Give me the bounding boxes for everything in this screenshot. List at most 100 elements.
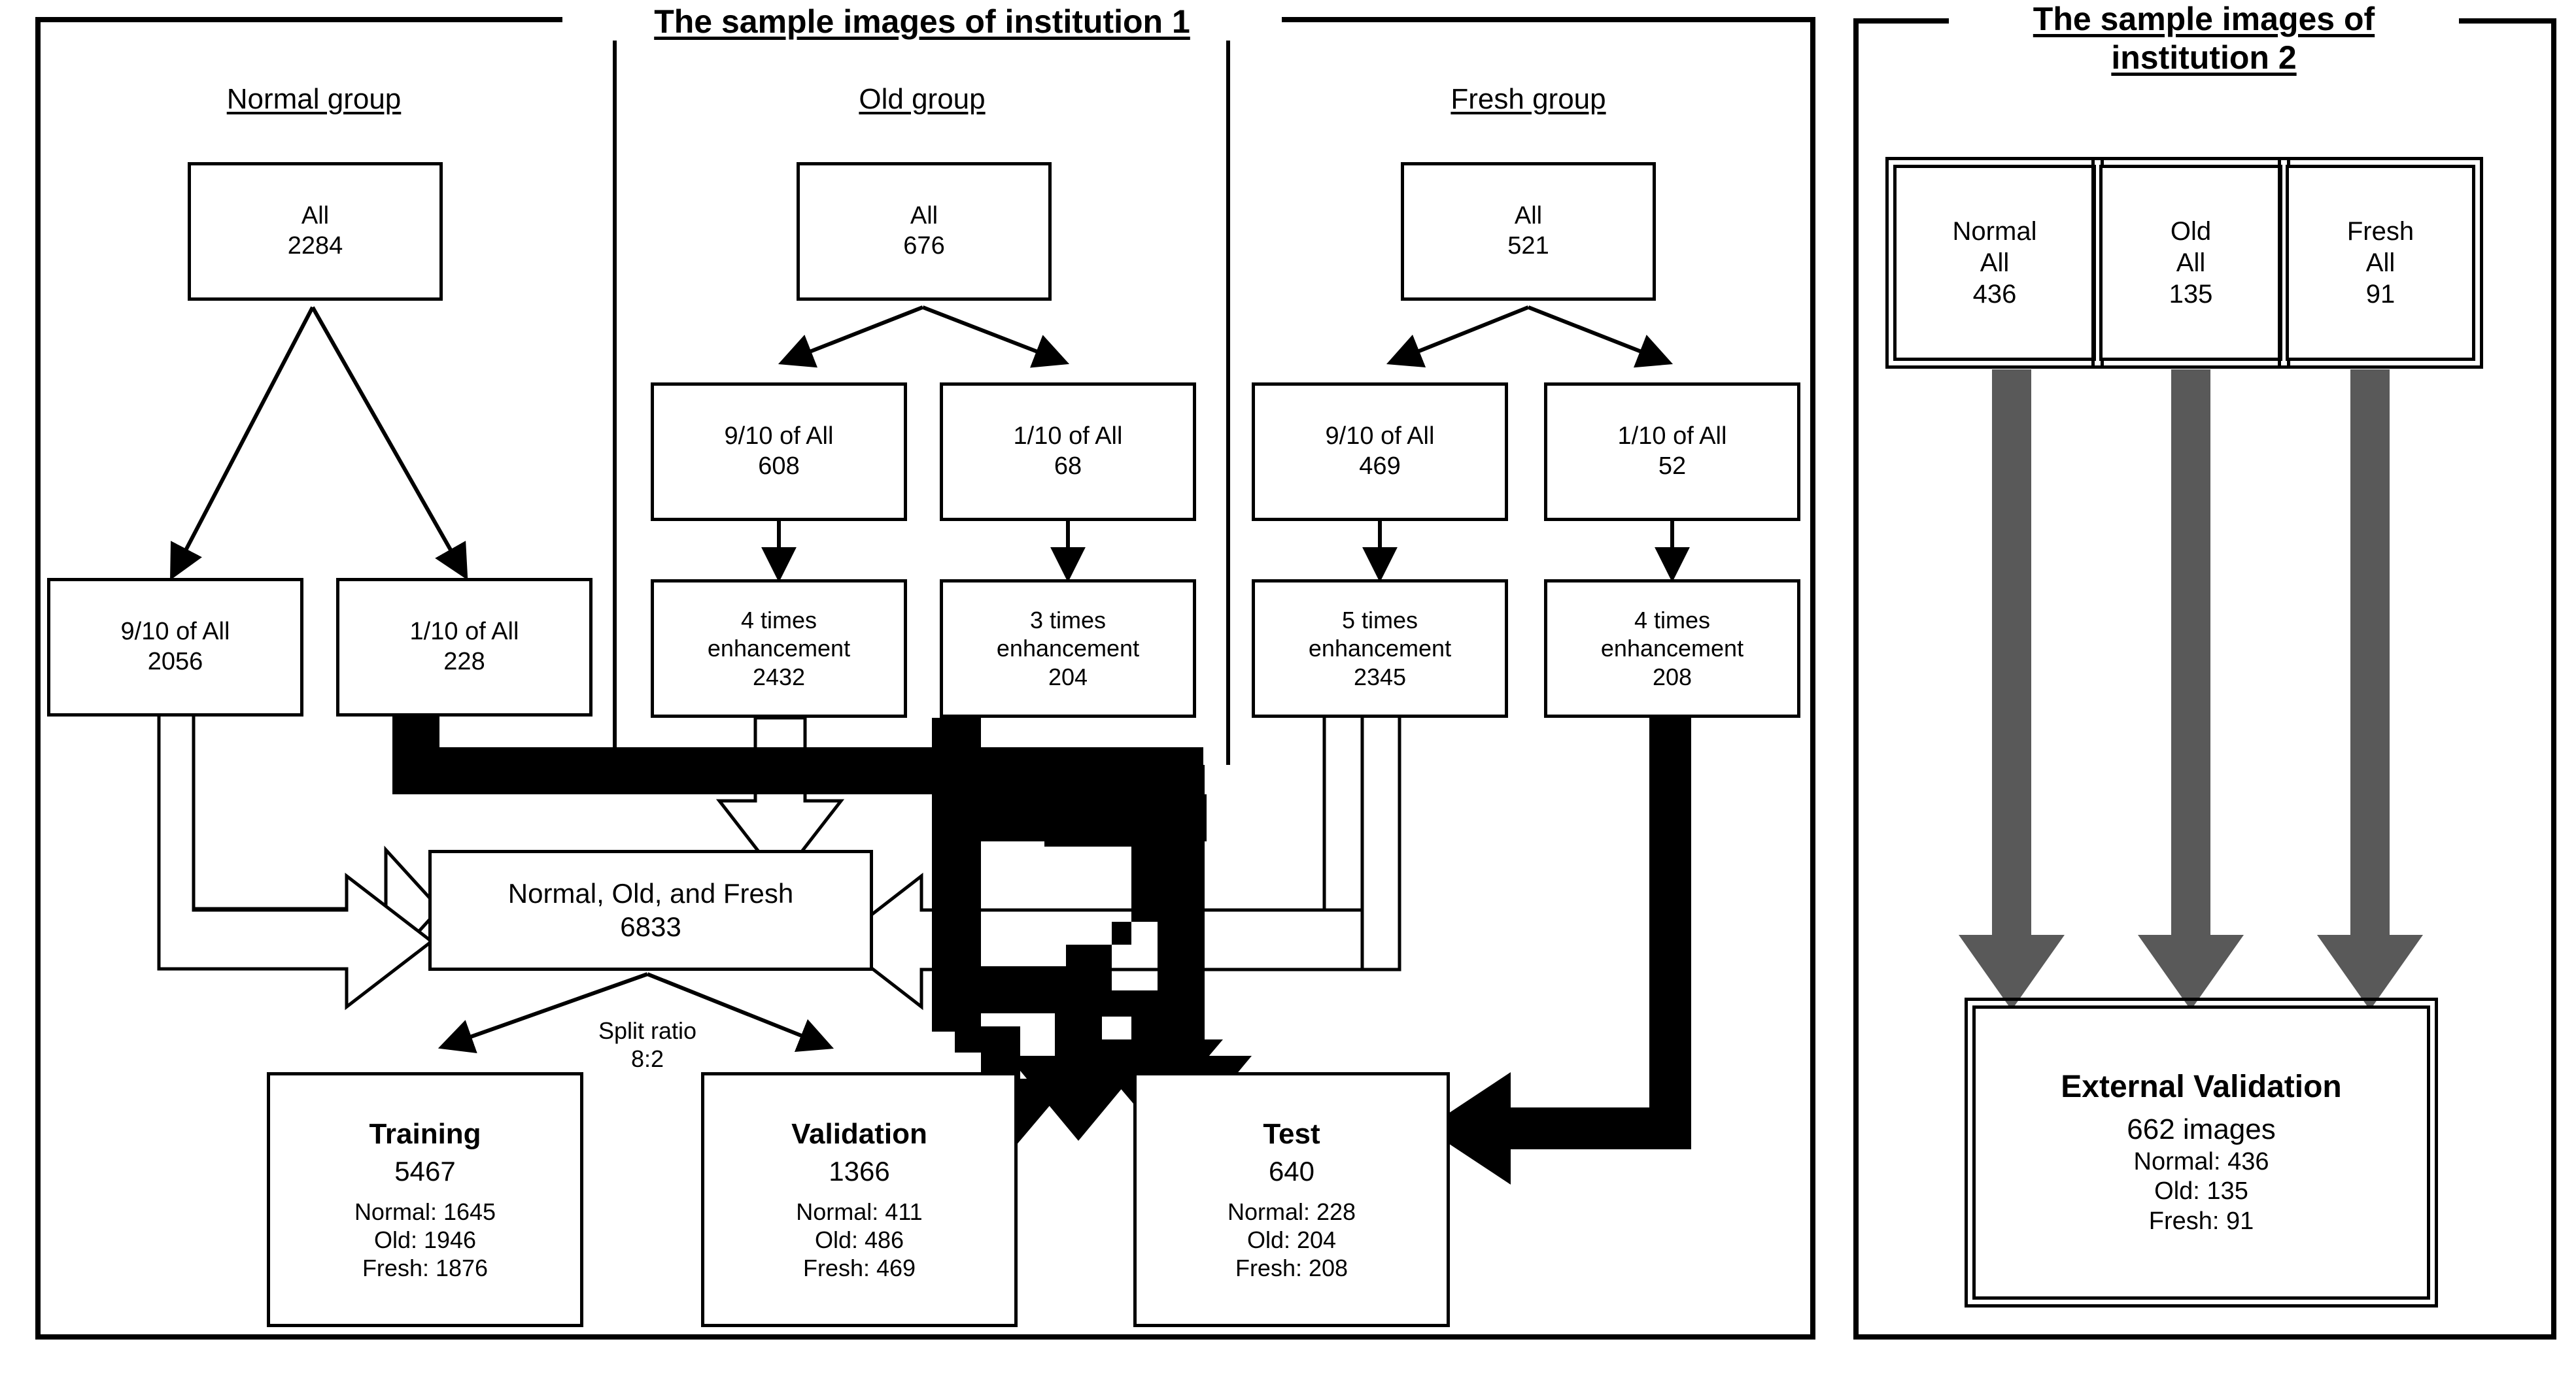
split-ratio-line-1: Split ratio [598, 1017, 697, 1044]
box-old-train-enhanced: 4 times enhancement 2432 [651, 579, 907, 718]
external-validation-old: Old: 135 [2154, 1177, 2248, 1206]
arrow-pooled-to-validation [646, 972, 834, 1053]
thick-arrow-seg-228-v2 [932, 718, 979, 1032]
test-title: Test [1263, 1117, 1320, 1150]
box-old-test: 1/10 of All 68 [940, 382, 1196, 521]
box-normal-train: 9/10 of All 2056 [47, 578, 303, 717]
box-line-1: Normal, Old, and Fresh [507, 878, 794, 909]
box-line-1: 9/10 of All [120, 618, 230, 646]
validation-fresh: Fresh: 469 [802, 1255, 916, 1282]
training-total: 5467 [394, 1156, 456, 1187]
training-fresh: Fresh: 1876 [362, 1255, 489, 1282]
box-line-1: 5 times [1341, 607, 1418, 634]
box-line-3: 436 [1972, 280, 2017, 309]
group-title-normal: Normal group [226, 83, 402, 115]
box-line-3: 204 [1048, 663, 1088, 690]
external-validation-title: External Validation [2061, 1070, 2342, 1105]
box-line-2: 6833 [620, 911, 681, 942]
box-line-2: 608 [758, 452, 800, 480]
thick-arrowhead-204 [1008, 1056, 1149, 1141]
panel-title-institution2: The sample images of institution 2 [2033, 1, 2375, 76]
training-normal: Normal: 1645 [354, 1198, 496, 1225]
box-line-2: All [2176, 248, 2206, 277]
box-line-2: 469 [1359, 452, 1401, 480]
training-old: Old: 1946 [373, 1226, 477, 1253]
group-title-fresh: Fresh group [1451, 83, 1606, 115]
arrow-fresh-all-to-test [1527, 305, 1674, 368]
arrow-old-all-to-train [778, 305, 924, 368]
thick-arrow-seg-208-v [1649, 718, 1691, 1149]
thick-arrow-seg-228-v [392, 711, 439, 777]
validation-old: Old: 486 [814, 1226, 904, 1253]
split-ratio-line-2: 8:2 [630, 1045, 664, 1073]
arrow-normal-all-to-test [311, 306, 468, 581]
box-line-2: 52 [1658, 452, 1687, 480]
box-fresh-test: 1/10 of All 52 [1544, 382, 1800, 521]
arrow-old-all-to-test [921, 305, 1070, 368]
box-line-1: 4 times [740, 607, 817, 634]
box-validation: Validation 1366 Normal: 411 Old: 486 Fre… [701, 1072, 1018, 1327]
box-line-2: enhancement [707, 635, 851, 662]
box-line-1: 1/10 of All [409, 618, 519, 646]
test-total: 640 [1268, 1156, 1315, 1187]
block-arrow-old-train-to-pooled [715, 716, 845, 883]
box-line-1: 4 times [1634, 607, 1711, 634]
box-line-1: Normal [1952, 217, 2037, 246]
validation-normal: Normal: 411 [796, 1198, 923, 1225]
box-line-3: 208 [1652, 663, 1692, 690]
box-line-1: 3 times [1029, 607, 1107, 634]
box-inst2-fresh: Fresh All 91 [2278, 157, 2483, 369]
external-validation-fresh: Fresh: 91 [2148, 1207, 2254, 1235]
box-external-validation: External Validation 662 images Normal: 4… [1965, 998, 2438, 1308]
grey-arrow-fresh [2317, 369, 2423, 1010]
external-validation-normal: Normal: 436 [2133, 1147, 2269, 1175]
validation-total: 1366 [829, 1156, 890, 1187]
box-normal-test: 1/10 of All 228 [336, 578, 592, 717]
box-line-2: 676 [903, 232, 945, 260]
test-old: Old: 204 [1246, 1226, 1337, 1253]
box-line-2: All [1980, 248, 2010, 277]
box-fresh-train-enhanced: 5 times enhancement 2345 [1252, 579, 1508, 718]
box-pooled-normal-old-fresh: Normal, Old, and Fresh 6833 [428, 850, 873, 971]
external-validation-total: 662 images [2127, 1113, 2276, 1145]
box-line-3: 91 [2365, 280, 2396, 309]
thick-arrowhead-208 [1426, 1072, 1511, 1185]
split-ratio-label: Split ratio 8:2 [562, 1017, 732, 1073]
panel-title-institution1: The sample images of institution 1 [654, 3, 1190, 40]
test-fresh: Fresh: 208 [1235, 1255, 1348, 1282]
box-line-1: 1/10 of All [1617, 422, 1727, 450]
box-line-1: All [1514, 202, 1543, 230]
box-line-1: 9/10 of All [1325, 422, 1435, 450]
box-old-train: 9/10 of All 608 [651, 382, 907, 521]
box-line-1: All [910, 202, 938, 230]
box-line-2: 228 [443, 648, 485, 675]
grey-arrows-institution2 [1959, 369, 2423, 1010]
arrow-normal-all-to-train [170, 306, 315, 581]
box-old-all: All 676 [797, 162, 1052, 301]
arrow-fresh-all-to-train [1386, 305, 1530, 367]
box-line-1: 1/10 of All [1013, 422, 1123, 450]
box-inst2-old: Old All 135 [2091, 157, 2290, 369]
test-normal: Normal: 228 [1227, 1198, 1356, 1225]
box-line-3: 2345 [1353, 663, 1407, 690]
panel-border-institution2 [1853, 18, 2556, 1340]
training-title: Training [369, 1117, 481, 1150]
box-line-2: All [2365, 248, 2396, 277]
box-line-2: 2056 [147, 648, 203, 675]
thick-arrow-seg-204-v3 [1055, 1007, 1102, 1062]
box-line-1: Old [2170, 217, 2212, 246]
box-fresh-test-enhanced: 4 times enhancement 208 [1544, 579, 1800, 718]
thick-arrow-seg-228-h [392, 747, 1203, 794]
box-line-2: enhancement [1308, 635, 1452, 662]
box-line-1: Fresh [2346, 217, 2414, 246]
grey-arrow-normal [1959, 369, 2065, 1010]
box-normal-all: All 2284 [188, 162, 443, 301]
box-old-test-enhanced: 3 times enhancement 204 [940, 579, 1196, 718]
thick-arrow-seg-208-h [1511, 1107, 1691, 1149]
arrow-pooled-to-training [438, 972, 649, 1053]
group-title-old: Old group [859, 83, 986, 115]
box-fresh-all: All 521 [1401, 162, 1656, 301]
box-line-2: 521 [1507, 232, 1549, 260]
box-line-3: 2432 [752, 663, 806, 690]
validation-title: Validation [791, 1117, 927, 1150]
